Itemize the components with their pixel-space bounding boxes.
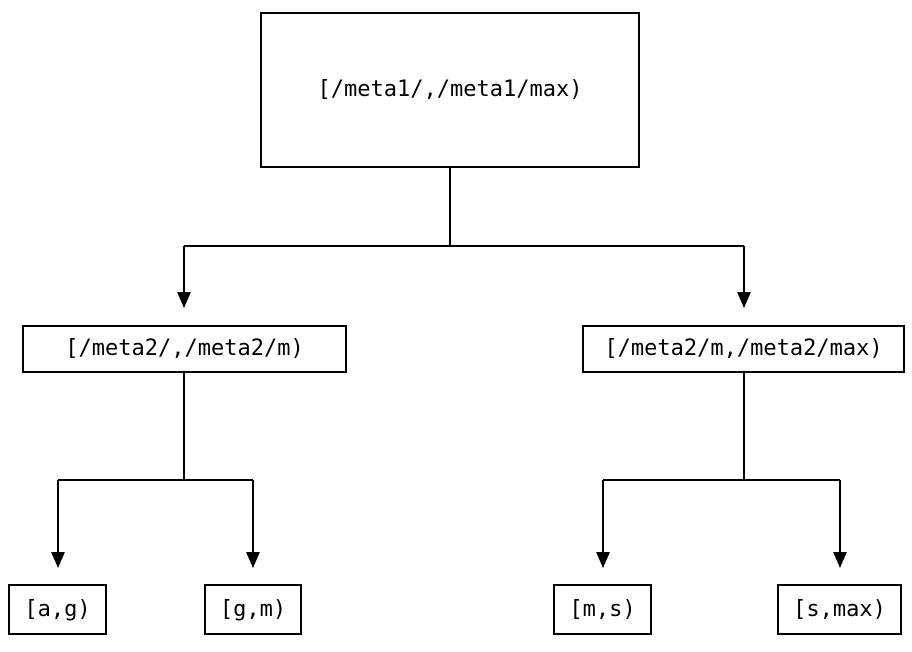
arrowhead-leaf-ms-icon	[596, 552, 610, 568]
node-leaf-gm: [g,m)	[204, 584, 302, 635]
node-leaf-smax: [s,max)	[777, 584, 902, 635]
arrowhead-leaf-smax-icon	[833, 552, 847, 568]
node-meta2-low: [/meta2/,/meta2/m)	[22, 325, 347, 373]
node-meta2-high: [/meta2/m,/meta2/max)	[582, 325, 905, 373]
node-leaf-ms: [m,s)	[553, 584, 652, 635]
arrowhead-leaf-gm-icon	[246, 552, 260, 568]
arrowhead-left-node-icon	[177, 292, 191, 308]
arrowhead-leaf-ag-icon	[51, 552, 65, 568]
node-root: [/meta1/,/meta1/max)	[260, 12, 640, 168]
arrowhead-right-node-icon	[737, 292, 751, 308]
node-leaf-ag: [a,g)	[8, 584, 107, 635]
